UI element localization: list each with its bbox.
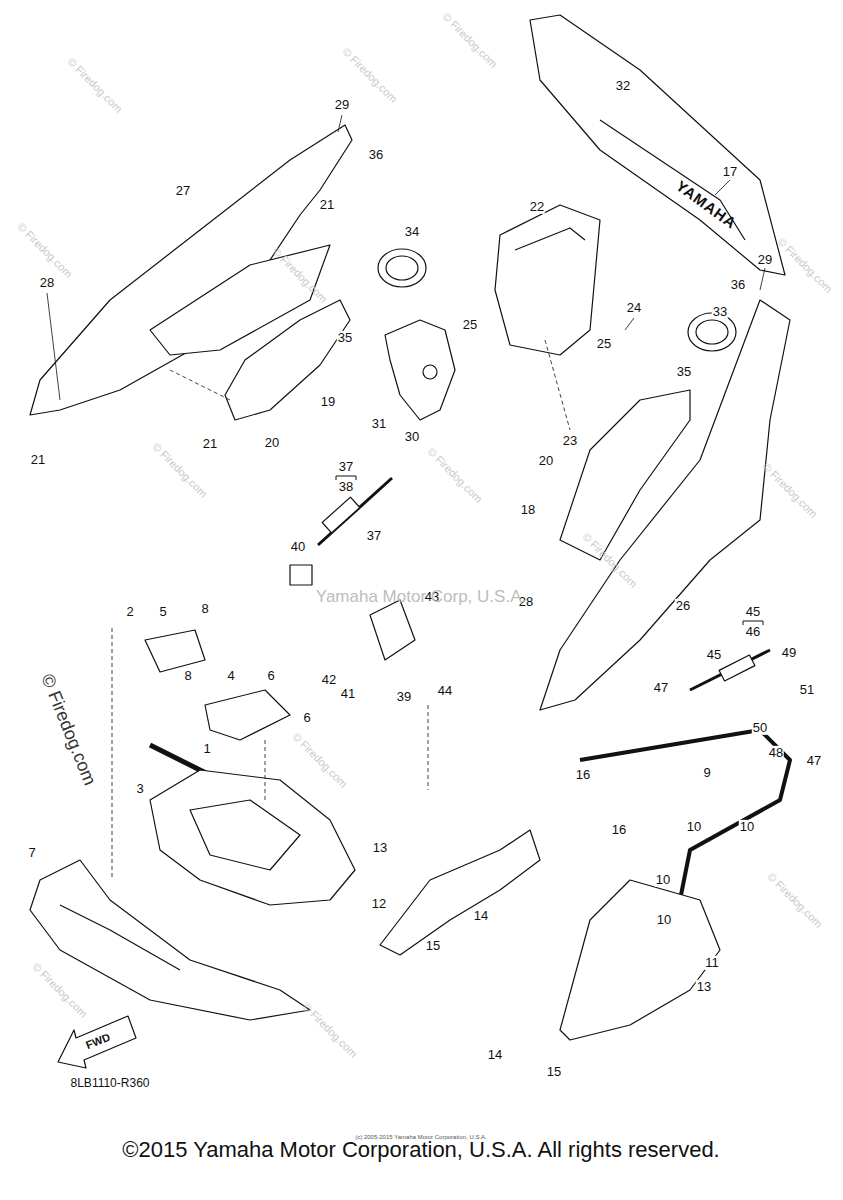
callout-number: 4 bbox=[226, 669, 235, 683]
callout-number: 16 bbox=[575, 768, 591, 782]
callout-number: 44 bbox=[437, 684, 453, 698]
watermark: © Firedog.com bbox=[65, 55, 125, 115]
callout-number: 27 bbox=[175, 184, 191, 198]
callout-number: 35 bbox=[337, 331, 353, 345]
callout-number: 14 bbox=[487, 1048, 503, 1062]
callout-number: 10 bbox=[656, 913, 672, 927]
watermark: © Firedog.com bbox=[15, 220, 75, 280]
callout-number: 37 bbox=[338, 460, 354, 474]
callout-number: 21 bbox=[319, 198, 335, 212]
callout-number: 8 bbox=[183, 669, 192, 683]
callout-number: 36 bbox=[368, 148, 384, 162]
watermark: © Firedog.com bbox=[765, 870, 825, 930]
callout-number: 20 bbox=[538, 454, 554, 468]
watermark: Yamaha Motor Corp, U.S.A. bbox=[316, 588, 526, 607]
callout-number: 9 bbox=[702, 766, 711, 780]
callout-number: 41 bbox=[340, 687, 356, 701]
diagram-code: 8LB1110-R360 bbox=[71, 1077, 150, 1090]
callout-number: 23 bbox=[562, 434, 578, 448]
callout-number: 14 bbox=[473, 909, 489, 923]
callout-number: 50 bbox=[752, 721, 768, 735]
callout-number: 13 bbox=[696, 980, 712, 994]
callout-number: 45 bbox=[706, 648, 722, 662]
watermark: © Firedog.com bbox=[37, 671, 100, 788]
callout-number: 24 bbox=[626, 301, 642, 315]
callout-number: 16 bbox=[611, 823, 627, 837]
callout-number: 33 bbox=[712, 305, 728, 319]
callout-number: 15 bbox=[425, 939, 441, 953]
callout-number: 38 bbox=[338, 480, 354, 494]
callout-number: 11 bbox=[704, 956, 720, 970]
callout-number: 49 bbox=[781, 646, 797, 660]
callout-number: 25 bbox=[462, 318, 478, 332]
callout-number: 10 bbox=[655, 873, 671, 887]
watermark: © Firedog.com bbox=[440, 10, 500, 70]
callout-number: 10 bbox=[739, 820, 755, 834]
callout-number: 39 bbox=[396, 690, 412, 704]
callout-number: 28 bbox=[39, 276, 55, 290]
watermark: © Firedog.com bbox=[30, 960, 90, 1020]
callout-number: 35 bbox=[676, 365, 692, 379]
callout-number: 13 bbox=[372, 841, 388, 855]
watermark: © Firedog.com bbox=[425, 445, 485, 505]
callout-number: 21 bbox=[30, 453, 46, 467]
callout-number: 6 bbox=[302, 711, 311, 725]
callout-number: 19 bbox=[320, 395, 336, 409]
callout-number: 32 bbox=[615, 79, 631, 93]
callout-number: 31 bbox=[371, 417, 387, 431]
callout-number: 25 bbox=[596, 337, 612, 351]
callout-number: 47 bbox=[806, 754, 822, 768]
callout-number: 17 bbox=[722, 165, 738, 179]
callout-number: 3 bbox=[135, 782, 144, 796]
callout-number: 45 bbox=[745, 605, 761, 619]
copyright-caption: ©2015 Yamaha Motor Corporation, U.S.A. A… bbox=[122, 1138, 719, 1162]
callout-number: 2 bbox=[125, 605, 134, 619]
callout-number: 48 bbox=[768, 746, 784, 760]
callout-number: 29 bbox=[757, 253, 773, 267]
callout-number: 29 bbox=[334, 98, 350, 112]
watermark: © Firedog.com bbox=[340, 45, 400, 105]
callout-number: 7 bbox=[27, 846, 36, 860]
callout-number: 18 bbox=[520, 503, 536, 517]
callout-number: 34 bbox=[404, 225, 420, 239]
callout-number: 46 bbox=[745, 625, 761, 639]
watermark: © Firedog.com bbox=[300, 1000, 360, 1060]
callout-number: 22 bbox=[529, 200, 545, 214]
callout-number: 6 bbox=[266, 669, 275, 683]
callout-number: 20 bbox=[264, 436, 280, 450]
callout-number: 37 bbox=[366, 529, 382, 543]
watermark: © Firedog.com bbox=[290, 730, 350, 790]
callout-number: 10 bbox=[686, 820, 702, 834]
callout-number: 21 bbox=[202, 437, 218, 451]
watermark: © Firedog.com bbox=[775, 235, 835, 295]
callout-number: 40 bbox=[290, 540, 306, 554]
callout-number: 30 bbox=[404, 430, 420, 444]
callout-number: 8 bbox=[200, 602, 209, 616]
callout-number: 5 bbox=[158, 605, 167, 619]
callout-number: 51 bbox=[799, 683, 815, 697]
watermark: © Firedog.com bbox=[760, 460, 820, 520]
callout-number: 1 bbox=[202, 742, 211, 756]
callout-number: 15 bbox=[546, 1065, 562, 1079]
callout-number: 42 bbox=[321, 673, 337, 687]
callout-number: 36 bbox=[730, 278, 746, 292]
callout-number: 26 bbox=[675, 599, 691, 613]
callout-number: 12 bbox=[371, 897, 387, 911]
callout-number: 47 bbox=[653, 681, 669, 695]
